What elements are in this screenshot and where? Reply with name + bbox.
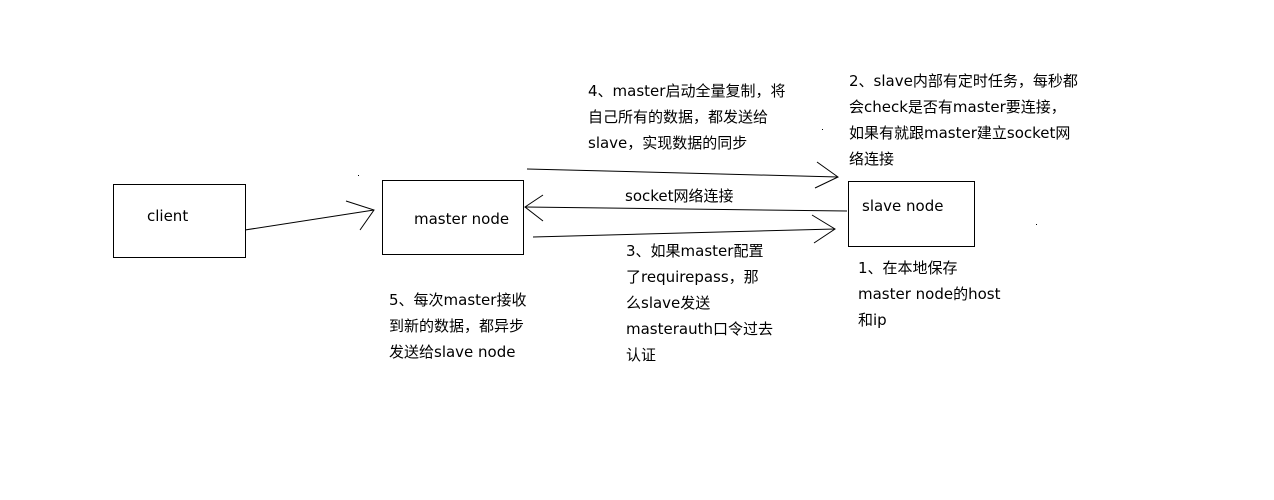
note-step-3-line: 了requirepass，那	[626, 268, 759, 286]
note-step-4-line: slave，实现数据的同步	[588, 134, 748, 152]
socket-connection-label: socket网络连接	[625, 187, 734, 205]
note-step-2-line: 2、slave内部有定时任务，每秒都	[849, 72, 1078, 90]
note-step-3-line: 认证	[626, 346, 657, 364]
note-step-1-line: master node的host	[858, 285, 1001, 303]
arrow-client-to-master	[231, 200, 375, 233]
note-step-3: 3、如果master配置 了requirepass，那 么slave发送 mas…	[626, 238, 773, 368]
client-node-label: client	[147, 207, 189, 225]
note-step-1: 1、在本地保存 master node的host 和ip	[858, 255, 1000, 333]
stray-dot	[358, 175, 359, 176]
note-step-5-line: 5、每次master接收	[389, 291, 527, 309]
note-step-3-line: 3、如果master配置	[626, 242, 764, 260]
note-step-4: 4、master启动全量复制，将 自己所有的数据，都发送给 slave，实现数据…	[588, 78, 785, 156]
note-step-1-line: 和ip	[858, 311, 887, 329]
note-step-4-line: 自己所有的数据，都发送给	[588, 108, 769, 126]
note-step-2-line: 络连接	[849, 150, 895, 168]
note-step-2-line: 如果有就跟master建立socket网	[849, 124, 1071, 142]
note-step-5-line: 发送给slave node	[389, 343, 516, 361]
arrow-master-to-slave-auth	[532, 214, 836, 244]
client-node: client	[113, 184, 246, 258]
note-step-5: 5、每次master接收 到新的数据，都异步 发送给slave node	[389, 287, 526, 365]
stray-dot	[1036, 224, 1037, 225]
note-step-3-line: 么slave发送	[626, 294, 711, 312]
slave-node: slave node	[848, 181, 975, 247]
note-step-4-line: 4、master启动全量复制，将	[588, 82, 786, 100]
arrow-slave-to-master-socket	[524, 194, 848, 222]
stray-dot	[822, 129, 823, 130]
note-step-3-line: masterauth口令过去	[626, 320, 773, 338]
arrow-master-to-slave-replication	[526, 161, 839, 189]
note-step-2-line: 会check是否有master要连接，	[849, 98, 1066, 116]
master-node: master node	[382, 180, 524, 255]
master-node-label: master node	[414, 210, 510, 228]
note-step-5-line: 到新的数据，都异步	[389, 317, 525, 335]
note-step-2: 2、slave内部有定时任务，每秒都 会check是否有master要连接， 如…	[849, 68, 1078, 172]
slave-node-label: slave node	[862, 197, 944, 215]
note-step-1-line: 1、在本地保存	[858, 259, 958, 277]
